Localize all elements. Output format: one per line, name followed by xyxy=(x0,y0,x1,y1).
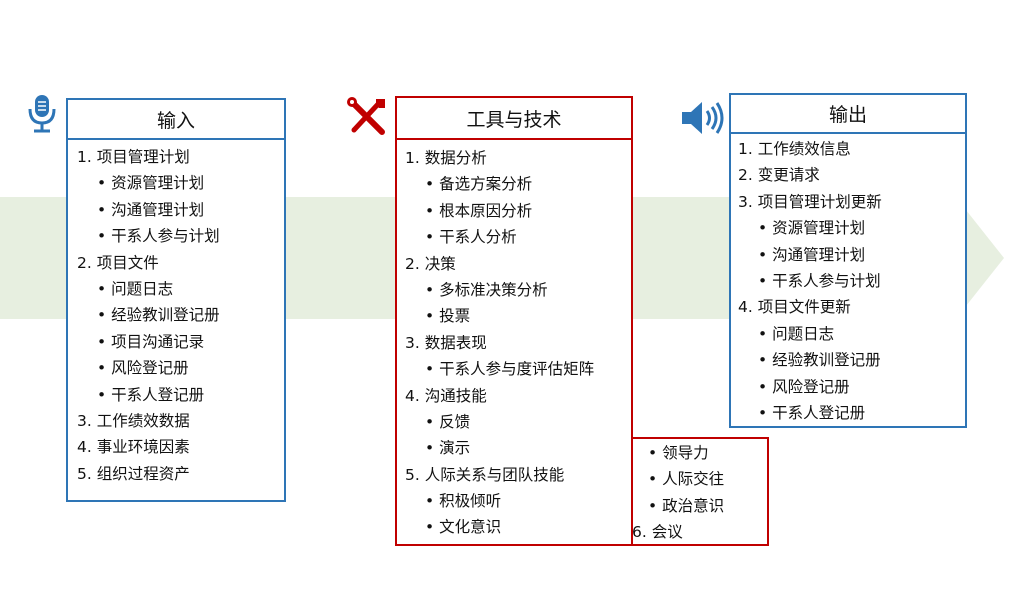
tools-icon xyxy=(347,97,385,135)
list-item: 4. 沟通技能 xyxy=(405,386,487,405)
list-item: 1. 项目管理计划 xyxy=(77,148,190,166)
list-subitem: 多标准决策分析 xyxy=(405,277,594,303)
list-item: 1. 工作绩效信息 xyxy=(738,140,851,158)
list-subitem: 经验教训登记册 xyxy=(77,302,220,328)
list-item: 2. 变更请求 xyxy=(738,166,820,185)
list-item: 3. 工作绩效数据 xyxy=(77,411,190,430)
list-subitem: 项目沟通记录 xyxy=(77,329,220,355)
list-subitem: 根本原因分析 xyxy=(405,198,594,224)
list-subitem: 反馈 xyxy=(405,409,594,435)
list-subitem: 文化意识 xyxy=(405,514,594,540)
list-subitem: 干系人登记册 xyxy=(77,382,220,408)
list-item: 2. 项目文件 xyxy=(77,253,159,272)
list-item: 5. 人际关系与团队技能 xyxy=(405,465,565,484)
list-subitem: 积极倾听 xyxy=(405,488,594,514)
list-subitem: 沟通管理计划 xyxy=(738,242,882,268)
tools-list: 1. 数据分析备选方案分析根本原因分析干系人分析 2. 决策多标准决策分析投票 3.… xyxy=(405,145,594,541)
list-subitem: 干系人参与度评估矩阵 xyxy=(405,356,594,382)
list-subitem: 人际交往 xyxy=(632,466,724,492)
list-subitem: 干系人分析 xyxy=(405,224,594,250)
list-subitem: 投票 xyxy=(405,303,594,329)
speaker-icon xyxy=(682,102,724,134)
list-subitem: 问题日志 xyxy=(77,276,220,302)
output-title: 输出 xyxy=(729,93,967,134)
list-item: 5. 组织过程资产 xyxy=(77,464,190,483)
list-item: 3. 数据表现 xyxy=(405,333,487,352)
tools-overflow-list: 领导力人际交往政治意识 6. 会议 xyxy=(632,440,724,546)
list-item: 4. 项目文件更新 xyxy=(738,298,851,317)
list-item: 3. 项目管理计划更新 xyxy=(738,192,882,211)
list-subitem: 干系人参与计划 xyxy=(77,223,220,249)
list-subitem: 干系人参与计划 xyxy=(738,268,882,294)
list-subitem: 沟通管理计划 xyxy=(77,197,220,223)
list-subitem: 资源管理计划 xyxy=(77,170,220,196)
input-title: 输入 xyxy=(66,98,286,140)
tools-title: 工具与技术 xyxy=(395,96,633,140)
list-subitem: 资源管理计划 xyxy=(738,215,882,241)
list-subitem: 经验教训登记册 xyxy=(738,347,882,373)
list-subitem: 领导力 xyxy=(632,440,724,466)
list-subitem: 风险登记册 xyxy=(77,355,220,381)
microphone-icon xyxy=(28,95,56,133)
list-item: 4. 事业环境因素 xyxy=(77,438,190,457)
output-list: 1. 工作绩效信息 2. 变更请求 3. 项目管理计划更新资源管理计划沟通管理计划干… xyxy=(738,136,882,426)
list-subitem: 干系人登记册 xyxy=(738,400,882,426)
list-subitem: 政治意识 xyxy=(632,493,724,519)
list-subitem: 演示 xyxy=(405,435,594,461)
list-subitem: 问题日志 xyxy=(738,321,882,347)
list-subitem: 备选方案分析 xyxy=(405,171,594,197)
list-item: 1. 数据分析 xyxy=(405,149,487,167)
list-item: 2. 决策 xyxy=(405,254,456,273)
list-subitem: 风险登记册 xyxy=(738,374,882,400)
list-item: 6. 会议 xyxy=(632,523,683,542)
input-list: 1. 项目管理计划资源管理计划沟通管理计划干系人参与计划 2. 项目文件问题日志经… xyxy=(77,144,220,487)
